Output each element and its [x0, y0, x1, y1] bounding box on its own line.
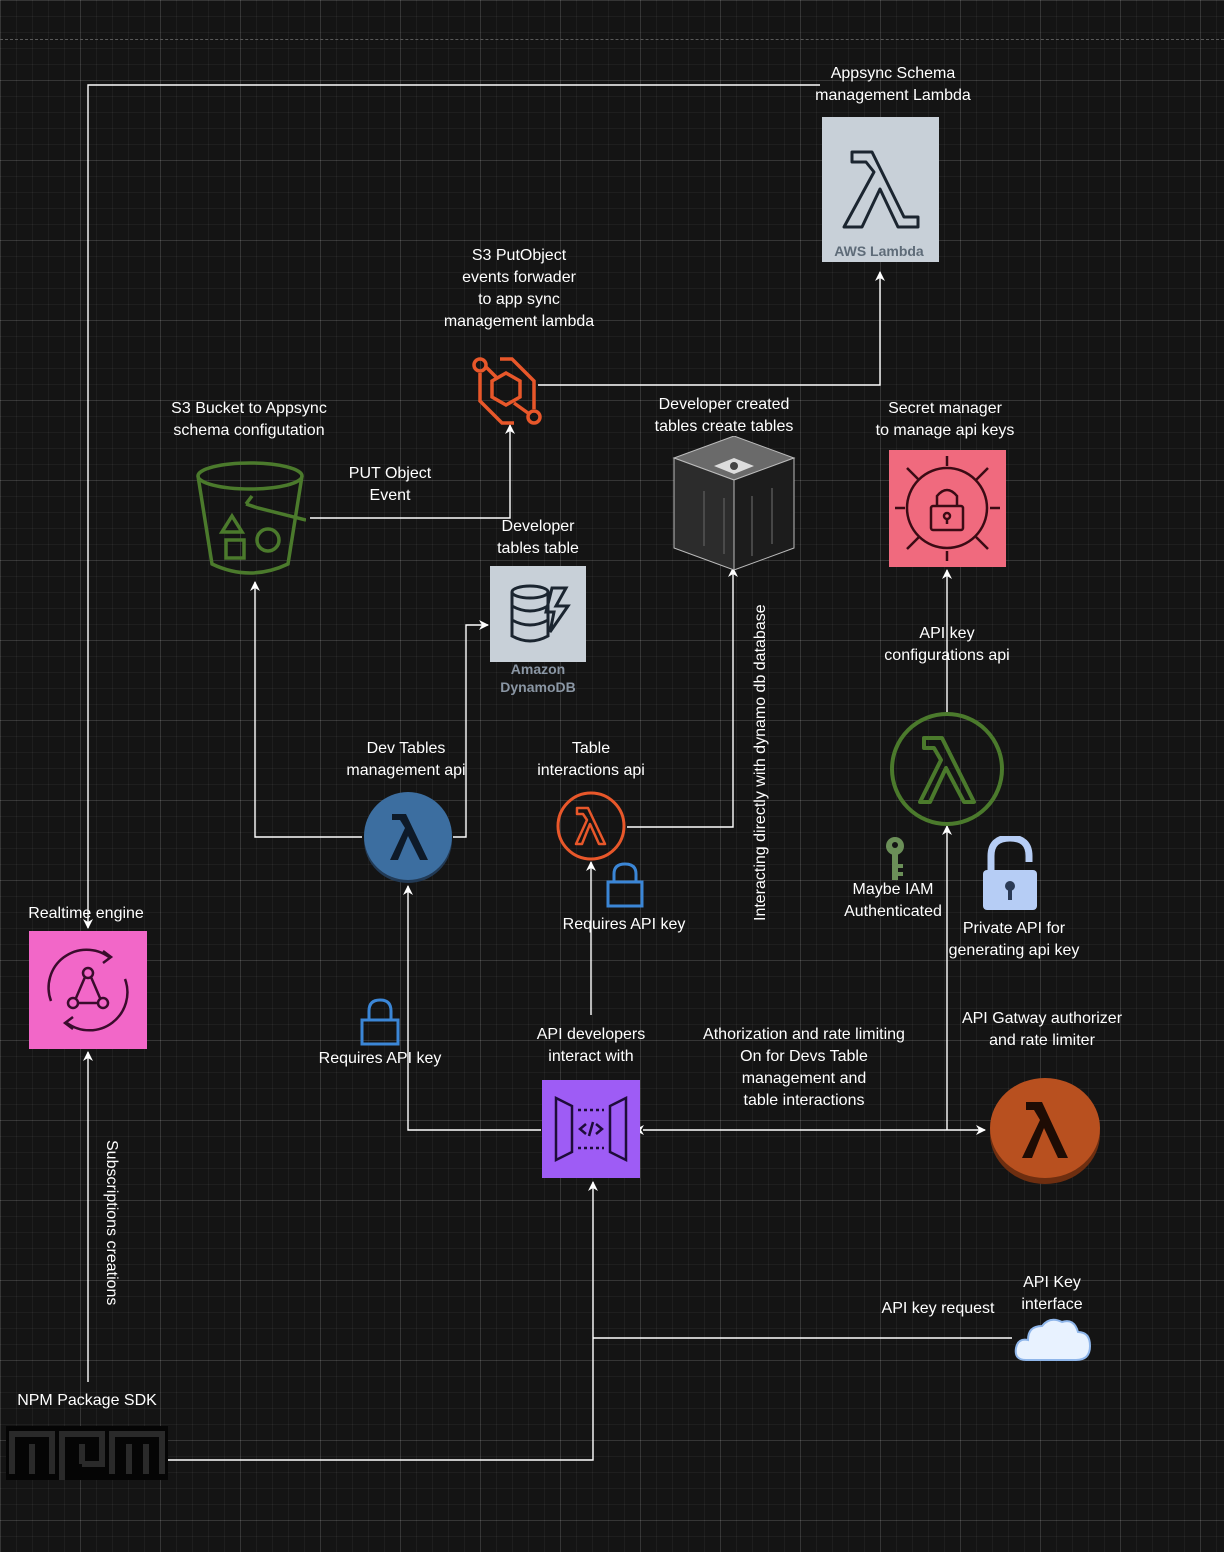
npm-sdk-label: NPM Package SDK	[17, 1392, 157, 1409]
s3-bucket-icon	[194, 460, 307, 578]
secrets-manager-icon	[889, 450, 1006, 567]
lock-icon-table-api	[606, 862, 644, 908]
appsync-realtime-icon	[29, 931, 147, 1049]
developer-tables-box-icon	[672, 435, 796, 571]
table-interactions-lambda-icon	[555, 790, 627, 862]
edge-devapi-to-dynamodb	[453, 620, 489, 838]
database-icon	[510, 584, 571, 643]
open-lock-icon	[981, 834, 1039, 910]
edge-forwarder-to-lambda	[538, 271, 885, 386]
realtime-engine-label: Realtime engine	[28, 905, 144, 922]
edge-s3-to-forwarder	[310, 424, 515, 519]
page-top-divider	[0, 39, 1224, 40]
edge-npm-to-apigw	[168, 1181, 598, 1461]
authorizer-lambda-icon	[988, 1076, 1102, 1184]
lock-icon	[895, 456, 1000, 561]
subscriptions-label: Subscriptions creations	[103, 1140, 120, 1306]
interacting-dynamo-label: Interacting directly with dynamo db data…	[752, 604, 769, 921]
lambda-icon	[842, 150, 920, 229]
event-forwarder-icon	[470, 355, 542, 427]
edge-apigw-to-devapi	[403, 885, 541, 1131]
api-gateway-icon	[542, 1080, 640, 1178]
npm-logo	[6, 1426, 168, 1480]
edge-tableapi-to-devtables	[627, 567, 738, 828]
lock-icon-dev-api	[360, 998, 400, 1046]
dev-tables-lambda-icon	[362, 790, 454, 884]
edge-devapi-to-s3	[250, 581, 362, 838]
api-key-config-lambda-icon	[888, 710, 1006, 828]
api-key-request-label: API key request	[881, 1300, 995, 1317]
key-icon	[883, 836, 907, 882]
aws-lambda-caption: AWS Lambda	[834, 243, 924, 259]
aws-lambda-service-icon	[822, 117, 939, 262]
cloud-icon	[1012, 1314, 1092, 1364]
requires-api-key-table-label: Requires API key	[562, 916, 686, 933]
edge-appsync-to-realtime	[83, 84, 820, 929]
requires-api-key-dev-label: Requires API key	[318, 1050, 442, 1067]
dynamodb-service-icon	[490, 566, 586, 662]
